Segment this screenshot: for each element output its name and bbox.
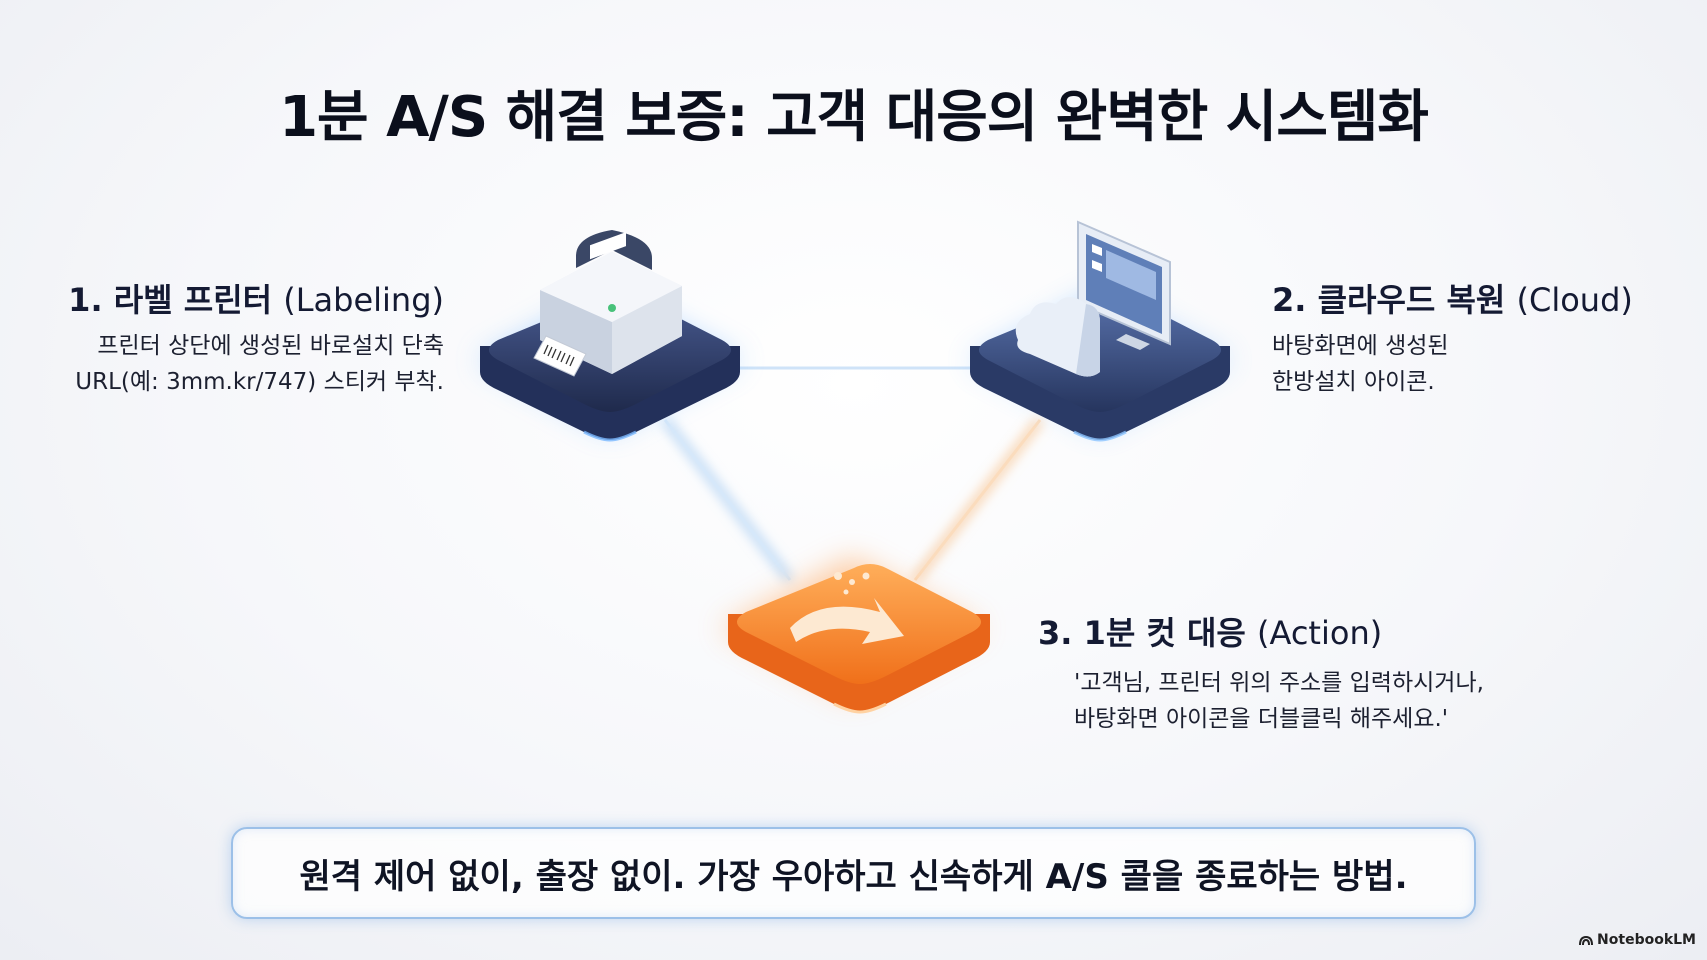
cloud-monitor-icon [1015,220,1171,377]
step-1-description: 프린터 상단에 생성된 바로설치 단축 URL(예: 3mm.kr/747) 스… [75,328,444,400]
step-1-tile [478,230,742,442]
step-2-title: 2. 클라우드 복원 [1272,281,1506,319]
summary-text: 원격 제어 없이, 출장 없이. 가장 우아하고 신속하게 A/S 콜을 종료하… [299,856,1408,897]
curved-arrow-icon [790,572,904,644]
connector-lines [662,364,1043,583]
step-3-desc-line: '고객님, 프린터 위의 주소를 입력하시거나, [1074,670,1484,696]
step-2-heading: 2. 클라우드 복원 (Cloud) [1272,275,1633,321]
step-1-title: 1. 라벨 프린터 [68,281,273,319]
notebooklm-logo-icon [1579,935,1594,946]
label-printer-icon [533,230,682,377]
step-2-description: 바탕화면에 생성된 한방설치 아이콘. [1272,328,1449,400]
step-1-desc-line: 프린터 상단에 생성된 바로설치 단축 [97,333,444,359]
step-3-heading: 3. 1분 컷 대응 (Action) [1038,608,1382,654]
page-title: 1분 A/S 해결 보증: 고객 대응의 완벽한 시스템화 [279,85,1429,150]
step-2-tile [968,220,1232,442]
step-2-desc-line: 한방설치 아이콘. [1272,369,1435,395]
step-3-description: '고객님, 프린터 위의 주소를 입력하시거나, 바탕화면 아이콘을 더블클릭 … [1074,665,1484,737]
step-2-title-en: (Cloud) [1516,281,1633,319]
step-3-tile [720,556,990,714]
step-3-title-en: (Action) [1257,614,1383,652]
step-2-desc-line: 바탕화면에 생성된 [1272,333,1449,359]
summary-banner: 원격 제어 없이, 출장 없이. 가장 우아하고 신속하게 A/S 콜을 종료하… [231,827,1476,919]
step-1-desc-line: URL(예: 3mm.kr/747) 스티커 부착. [75,369,444,395]
brand-watermark: NotebookLM [1579,932,1696,948]
brand-name: NotebookLM [1597,932,1696,948]
step-1-title-en: (Labeling) [283,281,444,319]
step-3-desc-line: 바탕화면 아이콘을 더블클릭 해주세요.' [1074,706,1449,732]
step-1-heading: 1. 라벨 프린터 (Labeling) [68,275,444,321]
step-3-title: 3. 1분 컷 대응 [1038,614,1246,652]
